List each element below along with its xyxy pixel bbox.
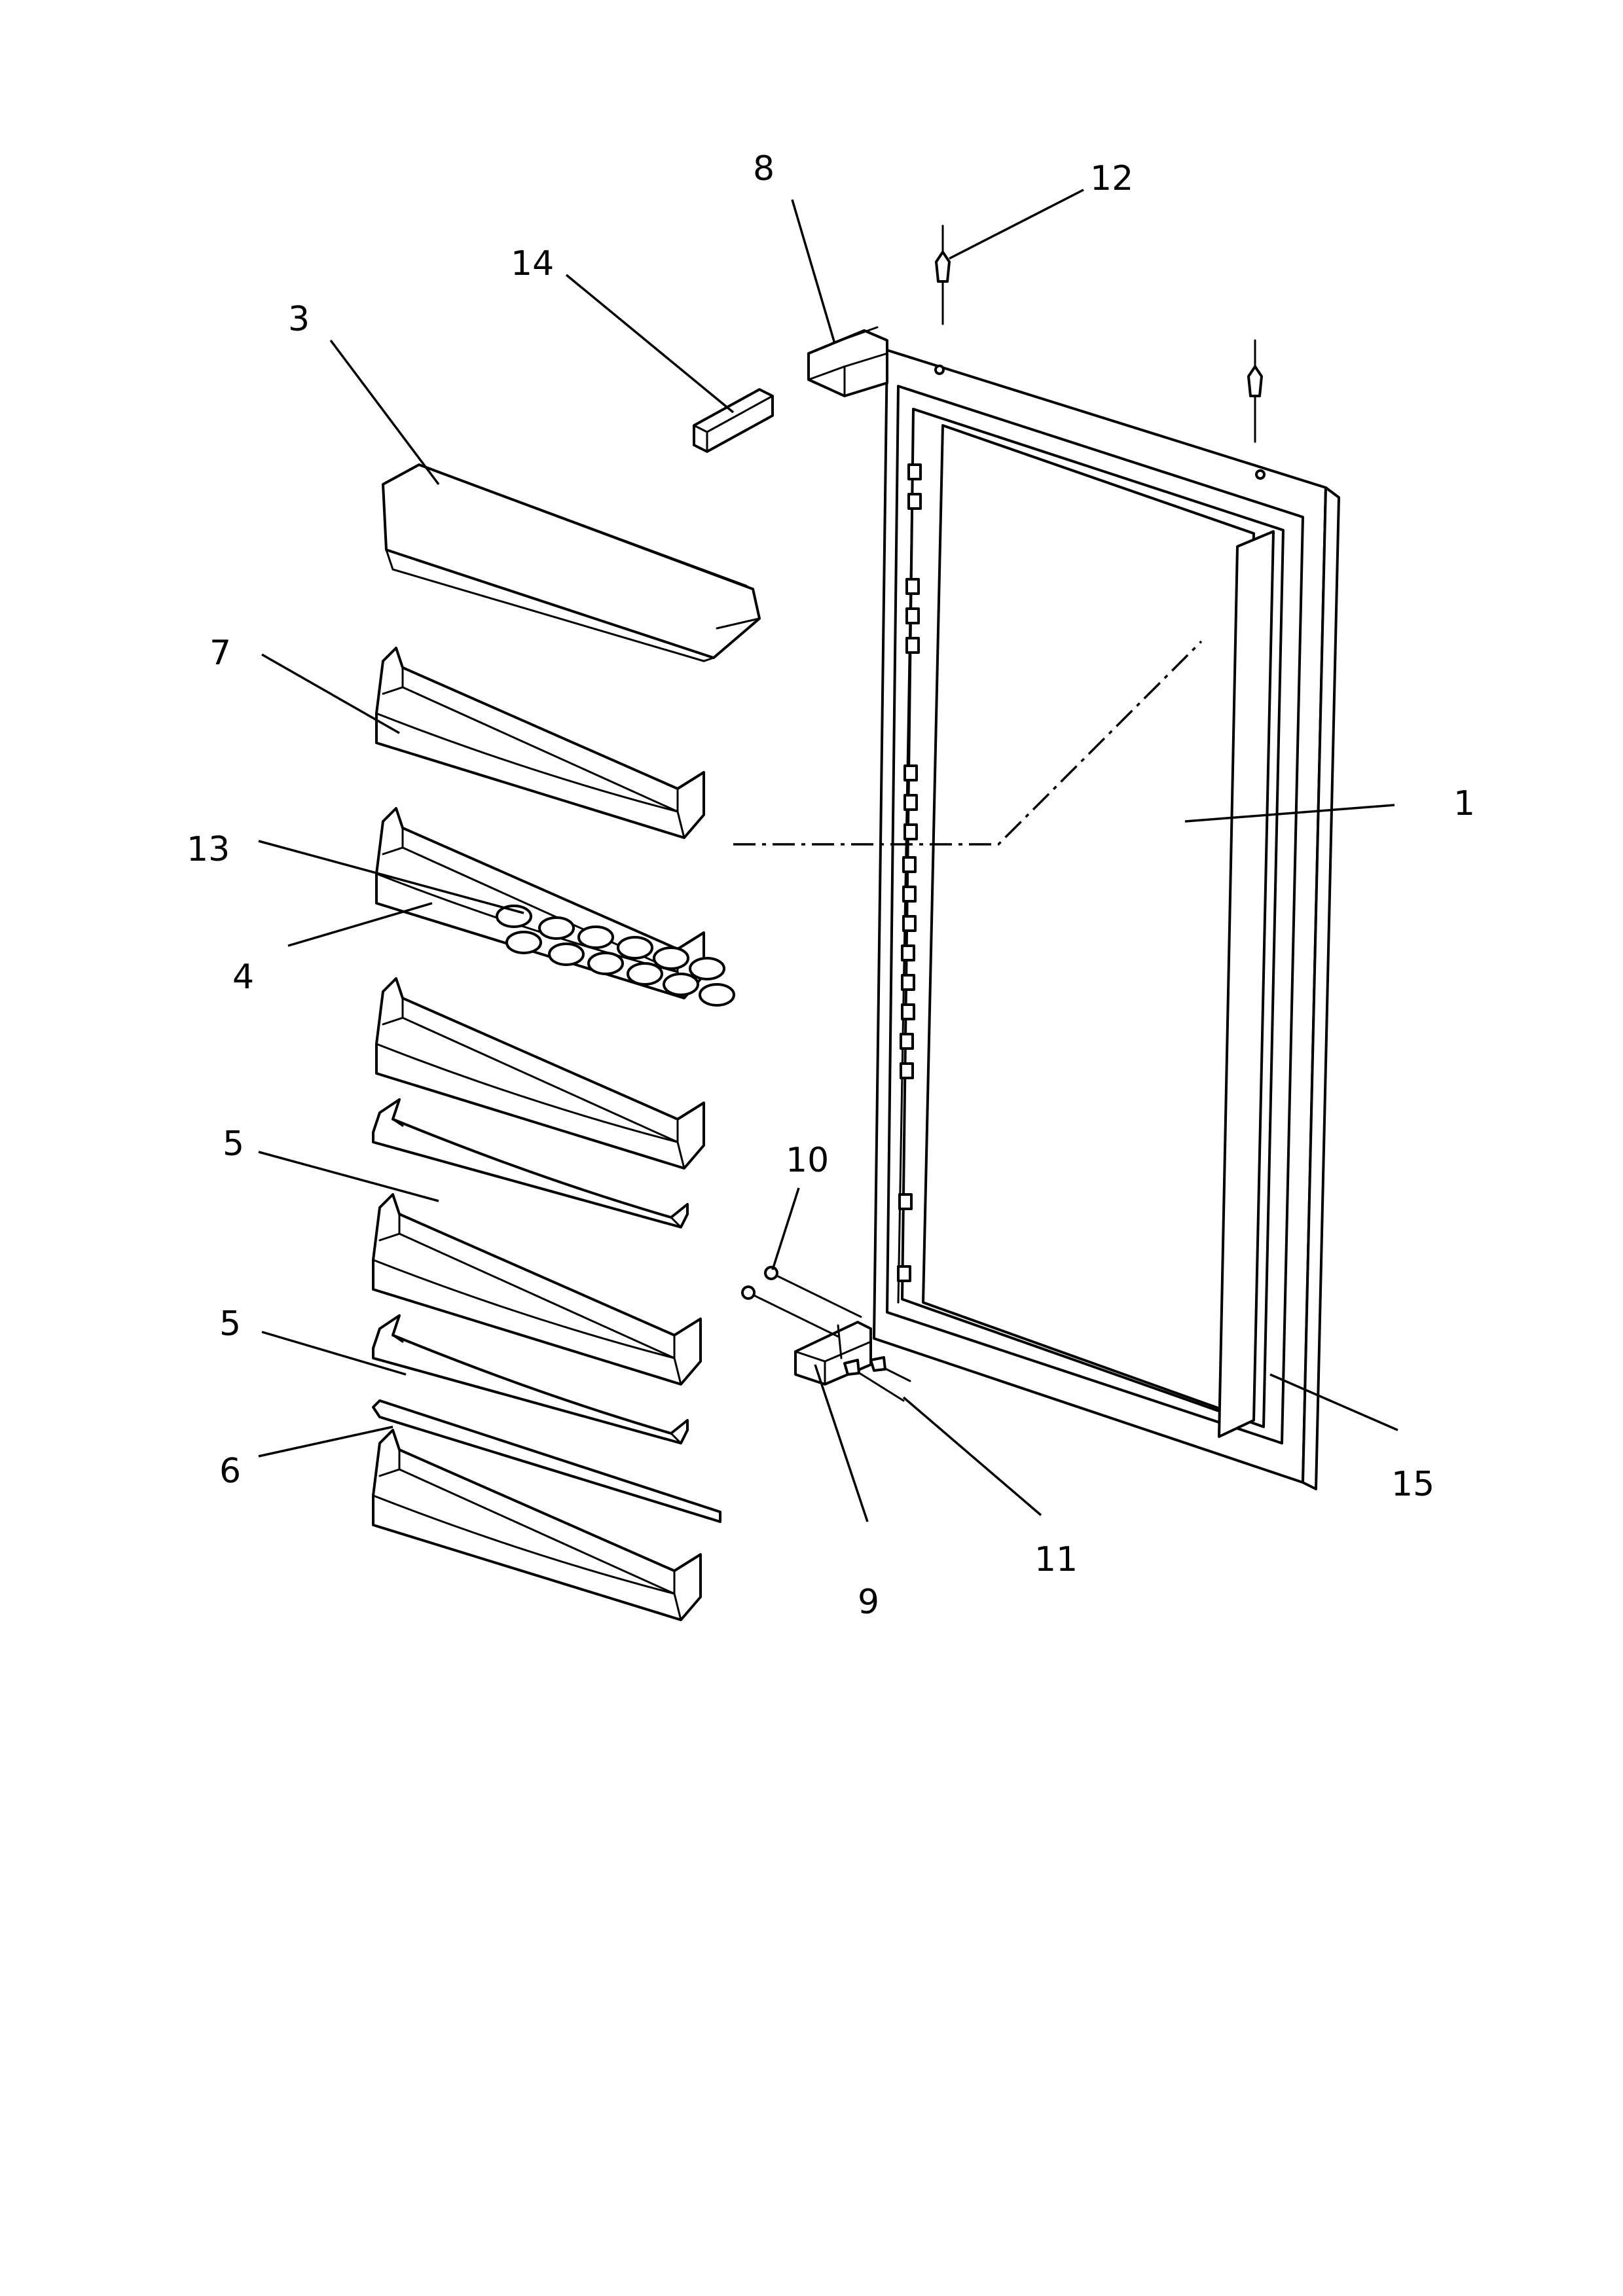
top-hinge	[807, 326, 888, 397]
callout-15: 15	[1391, 1465, 1434, 1504]
clip-part	[693, 388, 774, 453]
callout-1: 1	[1453, 784, 1475, 823]
callout-7: 7	[210, 634, 231, 673]
callout-8: 8	[753, 149, 775, 188]
callout-10: 10	[786, 1141, 829, 1180]
bottom-hinge	[794, 1321, 872, 1386]
callout-13: 13	[187, 830, 230, 869]
callout-labels: 1 3 4 5 5 6 7 8 9 10 11 12 13 14 15	[187, 149, 1475, 1622]
callout-3: 3	[288, 300, 310, 339]
leader-lines	[258, 188, 1398, 1522]
callout-6: 6	[219, 1452, 241, 1491]
callout-11: 11	[1034, 1540, 1078, 1579]
liner-shelf-tabs	[897, 463, 922, 1282]
door-bin-4-egg-tray	[375, 807, 735, 1007]
hinge-pins	[935, 224, 1263, 443]
hinge-screws	[741, 1266, 911, 1402]
callout-9: 9	[858, 1583, 879, 1622]
callout-14: 14	[511, 244, 554, 283]
door-assembly	[873, 349, 1340, 1490]
door-bin-7	[375, 647, 705, 839]
bottle-retainer-6	[372, 1399, 721, 1523]
callout-12: 12	[1090, 159, 1133, 198]
egg-tray	[496, 905, 735, 1007]
callout-4: 4	[232, 958, 254, 997]
callout-5-lower: 5	[219, 1304, 241, 1344]
callout-5-upper: 5	[223, 1124, 244, 1164]
shelf-cover	[382, 463, 761, 662]
